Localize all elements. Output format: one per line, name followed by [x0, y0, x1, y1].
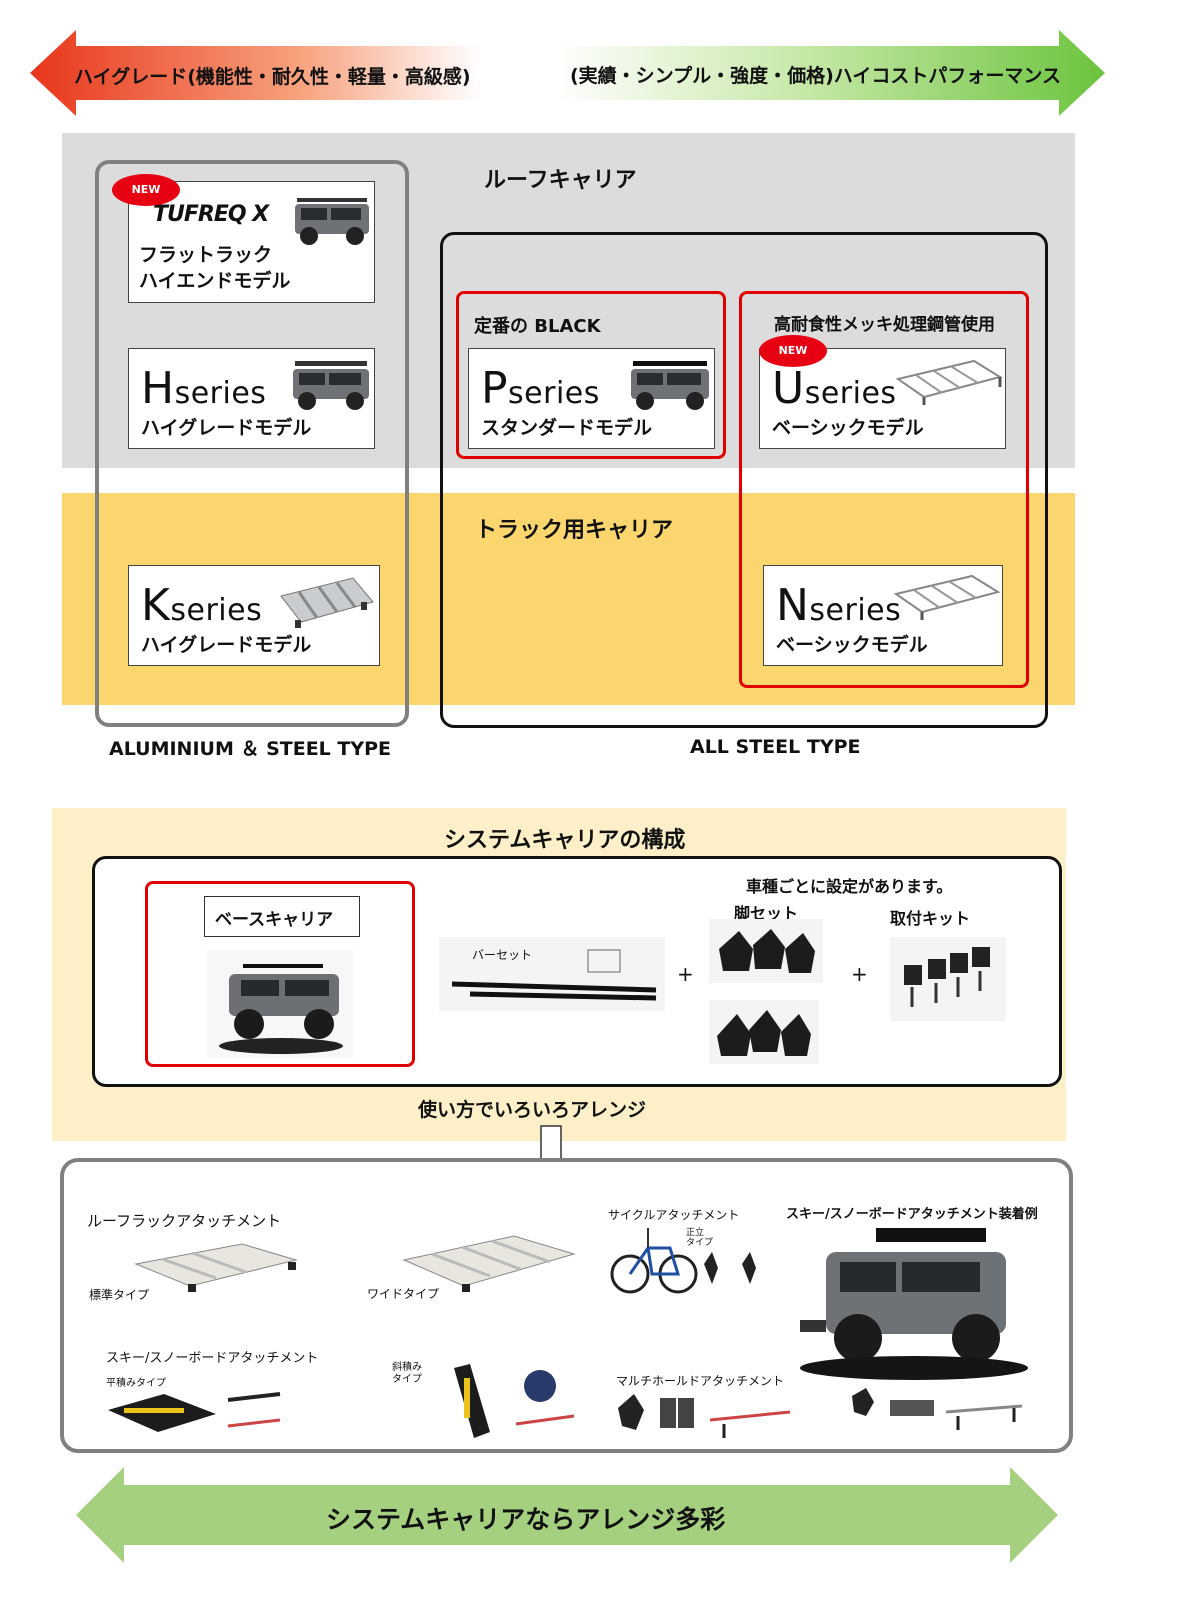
mount-kit-image — [890, 937, 1006, 1021]
n-series-title: Nseries — [776, 580, 902, 631]
mount-kit-label: 取付キット — [890, 909, 971, 928]
p-series-card[interactable]: Pseries スタンダードモデル — [468, 348, 715, 449]
ski-slant-carrier-image — [454, 1364, 575, 1438]
suv-with-rack-image — [631, 361, 709, 410]
cycle-attachment-label: サイクルアタッチメント — [608, 1208, 740, 1222]
all-steel-group — [440, 232, 1048, 728]
cost-performance-arrow — [555, 30, 1105, 116]
p-series-title: Pseries — [481, 363, 600, 414]
ski-attachment-label: スキー/スノーボードアタッチメント — [106, 1351, 319, 1366]
tuffreq-card[interactable]: TUFREQ X フラットラック ハイエンドモデル — [128, 181, 375, 303]
suv-base-carrier-image — [207, 950, 353, 1058]
suv-with-ski-carrier-image — [800, 1228, 1028, 1380]
cost-performance-label: (実績・シンプル・強度・価格)ハイコストパフォーマンス — [570, 65, 1062, 87]
p-series-caption: 定番の BLACK — [474, 316, 601, 337]
n-series-card[interactable]: Nseries ベーシックモデル — [763, 565, 1003, 666]
h-series-card[interactable]: Hseries ハイグレードモデル — [128, 348, 375, 449]
suv-with-rack-image — [295, 198, 369, 245]
new-badge-tuffreq: NEW — [112, 174, 180, 206]
roof-rack-wide-image — [402, 1235, 576, 1292]
u-series-subtitle: ベーシックモデル — [772, 417, 924, 439]
multi-hold-attachment-label: マルチホールドアタッチメント — [616, 1374, 785, 1388]
aluminium-steel-group — [95, 160, 409, 727]
all-steel-type-label: ALL STEEL TYPE — [690, 736, 861, 758]
h-series-title: Hseries — [141, 363, 267, 414]
h-series-subtitle: ハイグレードモデル — [141, 417, 312, 439]
standard-type-label: 標準タイプ — [89, 1288, 150, 1302]
multi-hold-attachment-image — [618, 1394, 791, 1438]
leg-set-image — [709, 919, 823, 983]
tuffreq-logo: TUFREQ X — [153, 202, 269, 227]
suv-with-rack-image — [293, 361, 369, 410]
k-series-card[interactable]: Kseries ハイグレードモデル — [128, 565, 380, 666]
ski-flat-carrier-image — [108, 1392, 281, 1432]
arrange-variety-arrow — [76, 1467, 1058, 1563]
u-series-caption: 高耐食性メッキ処理鋼管使用 — [774, 315, 995, 335]
flat-type-label: 平積みタイプ — [106, 1378, 166, 1389]
roof-rack-attachment-label: ルーフラックアタッチメント — [87, 1212, 282, 1230]
tuffreq-line2: ハイエンドモデル — [139, 270, 291, 292]
bar-set-label: バーセット — [472, 948, 533, 962]
p-series-subtitle: スタンダードモデル — [481, 417, 653, 439]
system-carrier-heading: システムキャリアの構成 — [444, 828, 686, 853]
leg-set-label: 脚セット — [734, 904, 799, 923]
steel-rack-image — [895, 359, 1003, 405]
wide-type-label: ワイドタイプ — [367, 1287, 440, 1301]
new-badge-u-series: NEW — [759, 335, 827, 367]
bar-set-image — [451, 949, 657, 1001]
high-grade-label: ハイグレード(機能性・耐久性・軽量・高級感) — [74, 66, 471, 88]
n-series-subtitle: ベーシックモデル — [776, 634, 928, 656]
u-n-series-highlight — [739, 291, 1029, 688]
plus-sign-1: + — [677, 962, 694, 986]
steel-rack-image — [893, 574, 1001, 620]
k-series-subtitle: ハイグレードモデル — [141, 634, 312, 656]
vehicle-note: 車種ごとに設定があります。 — [746, 877, 953, 896]
arrange-variety-label: システムキャリアならアレンジ多彩 — [326, 1505, 726, 1534]
arrange-label: 使い方でいろいろアレンジ — [418, 1099, 647, 1121]
base-carrier-label: ベースキャリア — [204, 896, 360, 937]
slant-type-label: 斜積み タイプ — [392, 1362, 422, 1385]
roof-rack-standard-image — [134, 1243, 298, 1292]
ski-carrier-parts-image — [852, 1388, 1023, 1430]
plus-sign-2: + — [851, 962, 868, 986]
k-series-title: Kseries — [141, 580, 263, 631]
p-series-highlight — [456, 291, 726, 459]
leg-set-alt-image — [709, 1000, 819, 1064]
cycle-attachment-image — [610, 1228, 756, 1294]
upright-type-label: 正立 タイプ — [686, 1228, 714, 1248]
tuffreq-line1: フラットラック — [139, 244, 273, 266]
u-series-title: Useries — [772, 363, 897, 414]
base-carrier-highlight — [145, 881, 415, 1067]
ski-example-label: スキー/スノーボードアタッチメント装着例 — [786, 1207, 1038, 1222]
high-grade-arrow — [30, 30, 480, 116]
truck-carrier-heading: トラック用キャリア — [475, 518, 674, 543]
aluminium-steel-type-label: ALUMINIUM ＆ STEEL TYPE — [109, 738, 392, 760]
aluminium-rack-image — [280, 577, 374, 628]
roof-carrier-heading: ルーフキャリア — [484, 168, 637, 193]
